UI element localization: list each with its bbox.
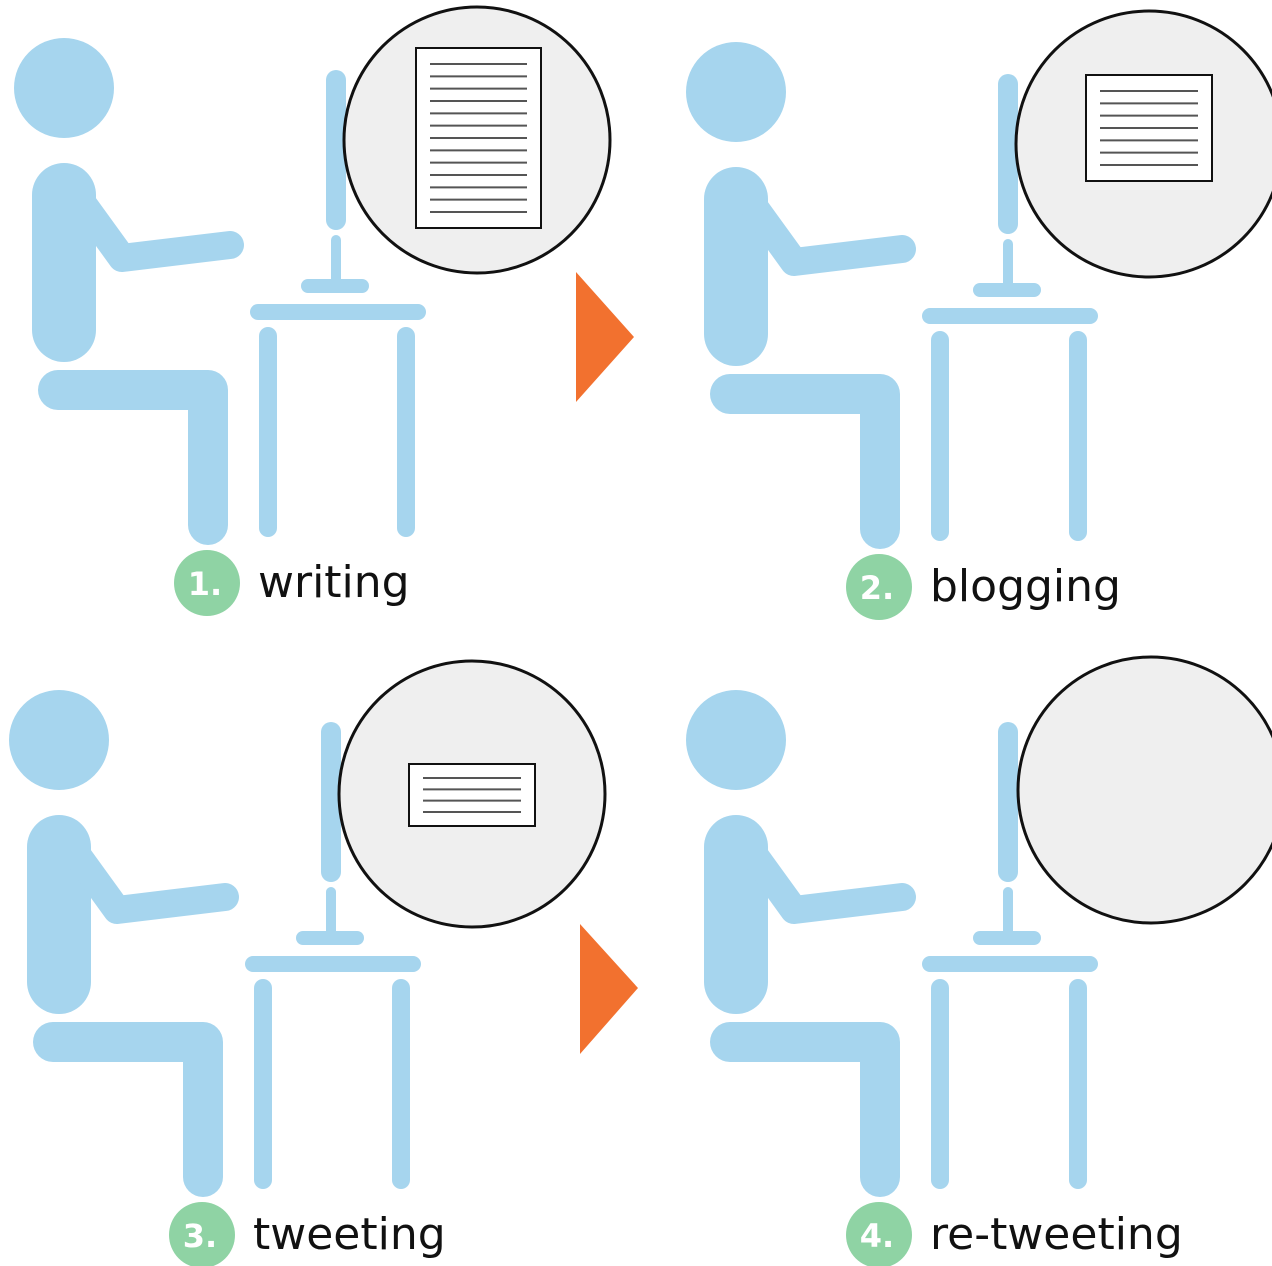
- person-head: [14, 38, 114, 138]
- panel-blogging: 2. blogging: [686, 9, 1272, 620]
- document-icon: [408, 763, 536, 827]
- person-leg: [710, 1022, 900, 1197]
- step-number: 4.: [860, 1217, 894, 1255]
- person-at-desk-icon: [686, 690, 1098, 1197]
- speech-bubble: [342, 5, 612, 275]
- document-page: [408, 763, 536, 827]
- step-badge: 1.: [174, 550, 240, 616]
- step-badge: 4.: [846, 1202, 912, 1266]
- person-arm: [61, 838, 239, 924]
- person-arm: [66, 186, 244, 272]
- panel-writing: 1. writing: [14, 5, 612, 616]
- person-head: [686, 690, 786, 790]
- triangle-right-arrow-icon: [580, 924, 638, 1054]
- step-label: blogging: [930, 561, 1121, 612]
- person-at-desk-icon: [9, 690, 421, 1197]
- person-at-desk-icon: [686, 42, 1098, 549]
- person-leg: [38, 370, 228, 545]
- step-label: tweeting: [253, 1209, 446, 1260]
- speech-bubble: [1014, 9, 1272, 279]
- person-arm: [738, 838, 916, 924]
- person-at-desk-icon: [14, 38, 426, 545]
- step-badge: 2.: [846, 554, 912, 620]
- speech-bubble: [1016, 655, 1272, 925]
- person-leg: [33, 1022, 223, 1197]
- step-badge: 3.: [169, 1202, 235, 1266]
- person-arm: [738, 190, 916, 276]
- document-icon: [1085, 74, 1213, 182]
- panel-re-tweeting: 4. re-tweeting: [686, 655, 1272, 1266]
- person-head: [9, 690, 109, 790]
- person-head: [686, 42, 786, 142]
- document-icon: [415, 47, 542, 229]
- person-leg: [710, 374, 900, 549]
- step-number: 1.: [188, 565, 222, 603]
- panel-tweeting: 3. tweeting: [9, 659, 607, 1266]
- triangle-right-arrow-icon: [576, 272, 634, 402]
- step-label: writing: [258, 557, 410, 608]
- step-number: 3.: [183, 1217, 217, 1255]
- speech-bubble: [337, 659, 607, 929]
- step-label: re-tweeting: [930, 1209, 1183, 1260]
- step-number: 2.: [860, 569, 894, 607]
